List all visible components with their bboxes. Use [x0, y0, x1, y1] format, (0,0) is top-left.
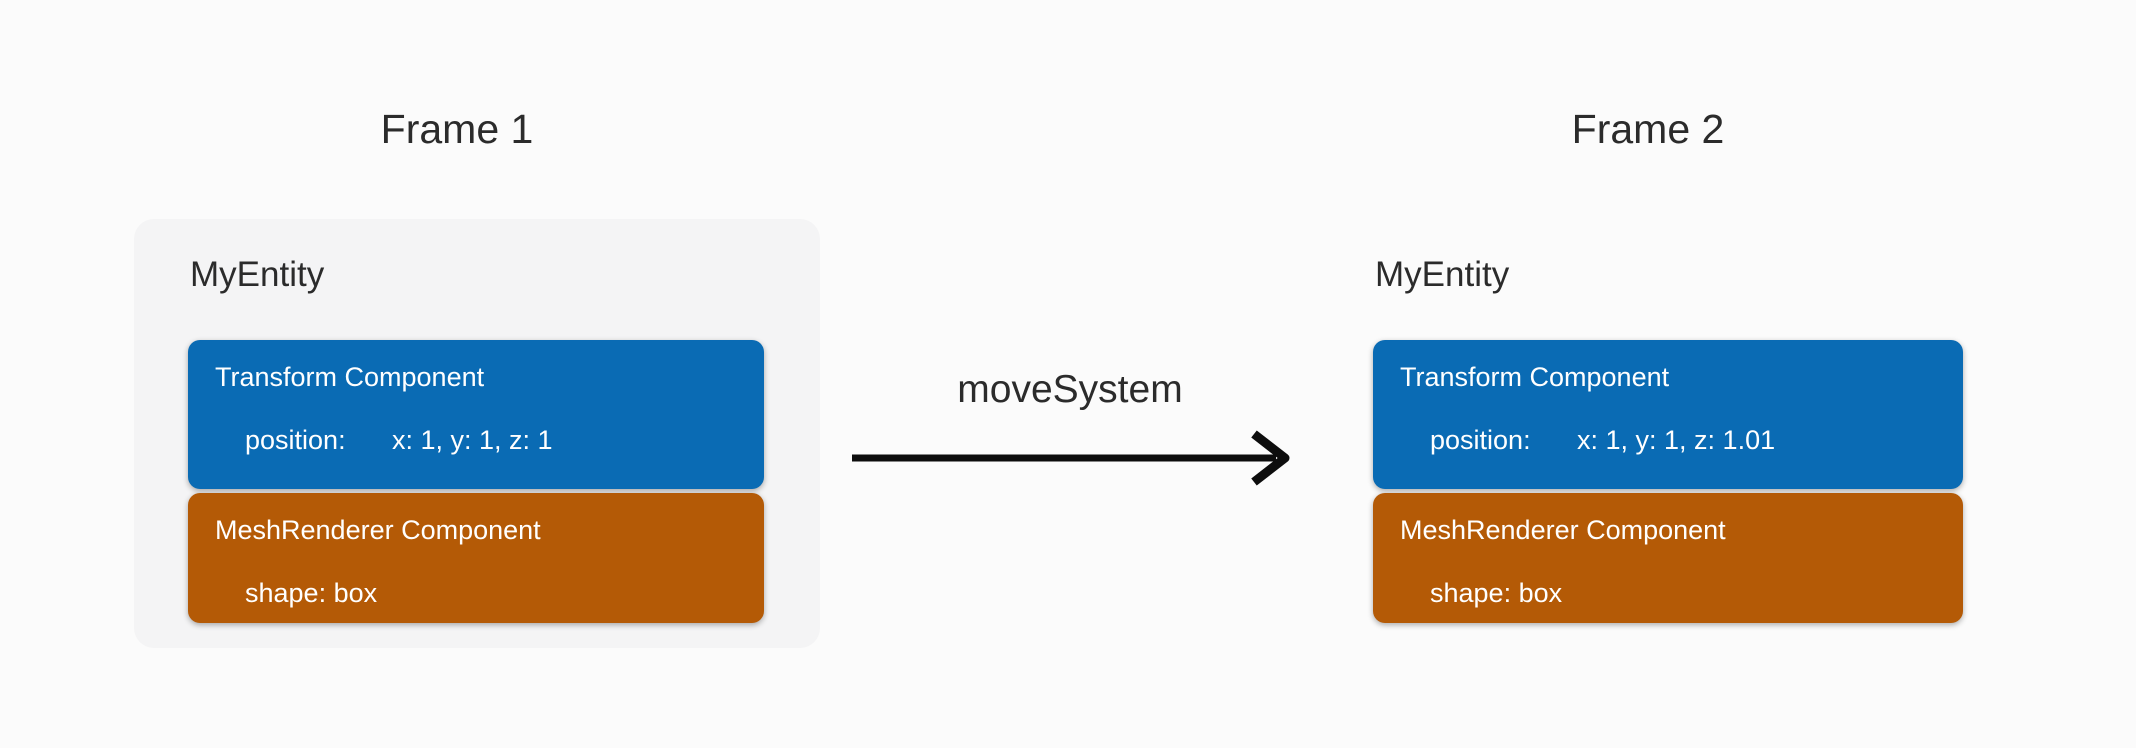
component-property-label: position:	[1430, 425, 1531, 455]
frame-1-title: Frame 1	[380, 106, 534, 152]
component-property-row: position: x: 1, y: 1, z: 1.01	[1430, 424, 1775, 456]
component-title: Transform Component	[215, 362, 485, 392]
right-arrow-icon	[852, 430, 1290, 486]
entity-container-frame-1: MyEntity Transform Component position: x:…	[134, 219, 820, 648]
component-property-value: x: 1, y: 1, z: 1	[392, 425, 553, 455]
component-title: Transform Component	[1400, 362, 1670, 392]
component-property-row: shape: box	[245, 577, 392, 609]
component-title: MeshRenderer Component	[215, 515, 541, 545]
component-property-value: x: 1, y: 1, z: 1.01	[1577, 425, 1776, 455]
component-property-label: shape: box	[245, 578, 378, 608]
transform-component-card-frame-2: Transform Component position: x: 1, y: 1,…	[1373, 340, 1963, 489]
entity-name: MyEntity	[1375, 255, 1510, 294]
transform-component-card-frame-1: Transform Component position: x: 1, y: 1,…	[188, 340, 764, 489]
component-property-row: position: x: 1, y: 1, z: 1	[245, 424, 553, 456]
entity-container-frame-2: MyEntity Transform Component position: x:…	[1373, 219, 1963, 648]
component-property-label: position:	[245, 425, 346, 455]
move-system-label: moveSystem	[957, 368, 1183, 411]
component-property-label: shape: box	[1430, 578, 1563, 608]
component-property-row: shape: box	[1430, 577, 1577, 609]
meshrenderer-component-card-frame-1: MeshRenderer Component shape: box	[188, 493, 764, 623]
meshrenderer-component-card-frame-2: MeshRenderer Component shape: box	[1373, 493, 1963, 623]
component-title: MeshRenderer Component	[1400, 515, 1726, 545]
frame-2-title: Frame 2	[1571, 106, 1725, 152]
entity-name: MyEntity	[190, 255, 325, 294]
